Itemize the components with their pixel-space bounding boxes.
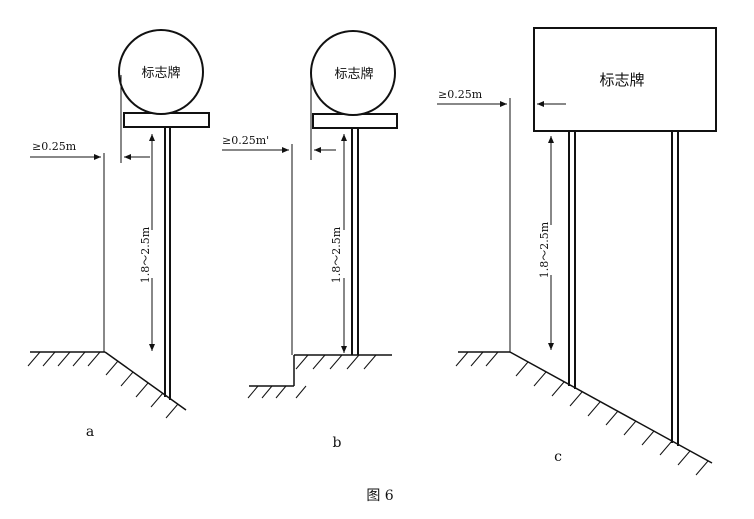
panel-a: 标志牌 ≥0.25m 1.8～2.5m a xyxy=(27,29,210,440)
panel-b: 标志牌 ≥0.25m' 1.8～2.5m b xyxy=(222,30,398,451)
height-label-a: 1.8～2.5m xyxy=(139,226,152,283)
post-a xyxy=(164,127,171,400)
round-sign-a xyxy=(118,29,204,115)
sign-label-c: 标志牌 xyxy=(599,71,644,89)
panel-c: 标志牌 ≥0.25m 1.8～2.5m c xyxy=(437,27,717,476)
panel-label-c: c xyxy=(554,449,562,465)
base-plate-a xyxy=(123,112,210,128)
ground-b xyxy=(247,354,392,399)
panel-label-b: b xyxy=(333,435,342,451)
round-sign-b xyxy=(310,30,396,116)
height-label-b: 1.8～2.5m xyxy=(330,226,343,283)
sign-label-b: 标志牌 xyxy=(334,66,373,82)
height-label-c: 1.8～2.5m xyxy=(538,221,551,278)
sign-label-a: 标志牌 xyxy=(141,65,180,81)
rect-sign-c xyxy=(533,27,717,132)
panel-label-a: a xyxy=(86,424,94,440)
clearance-label-c: ≥0.25m xyxy=(438,88,483,101)
clearance-label-b: ≥0.25m' xyxy=(222,134,269,147)
clearance-label-a: ≥0.25m xyxy=(32,140,77,153)
post-c-left xyxy=(568,131,576,389)
figure-caption: 图 6 xyxy=(366,488,393,504)
ground-a xyxy=(27,351,187,419)
post-b xyxy=(351,128,359,355)
ground-c xyxy=(455,351,713,476)
base-plate-b xyxy=(312,113,398,129)
post-c-right xyxy=(671,131,679,446)
